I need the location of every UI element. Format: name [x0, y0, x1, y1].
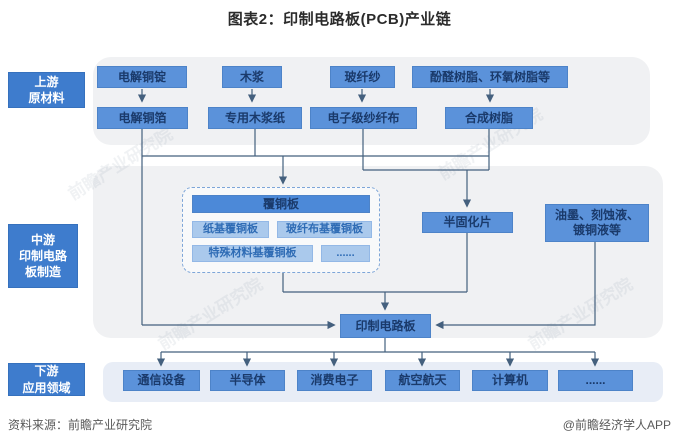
node-chemicals: 油墨、刻蚀液、 镀铜液等	[545, 204, 649, 242]
pcb-to-downstream-connectors	[156, 338, 600, 367]
node-resins: 酚醛树脂、环氧树脂等	[412, 66, 568, 88]
node-fiberglass-cloth: 电子级纱纤布	[310, 107, 417, 129]
node-fiberglass-ccl: 玻纤布基覆铜板	[277, 221, 372, 238]
node-prepreg: 半固化片	[422, 212, 513, 233]
stage-downstream: 下游 应用领域	[8, 363, 85, 396]
node-ccl-header: 覆铜板	[192, 195, 370, 213]
figure-title: 图表2：印制电路板(PCB)产业链	[227, 11, 452, 28]
node-copper-ingot: 电解铜锭	[97, 66, 187, 88]
node-aerospace: 航空航天	[385, 370, 460, 391]
node-pulp-paper: 专用木浆纸	[208, 107, 302, 129]
node-synthetic-resin: 合成树脂	[445, 107, 533, 129]
node-paper-ccl: 纸基覆铜板	[192, 221, 269, 238]
node-glass-fiber-yarn: 玻纤纱	[330, 66, 395, 88]
node-copper-foil: 电解铜箔	[97, 107, 188, 129]
credit-note: @前瞻经济学人APP	[562, 418, 671, 432]
node-pcb: 印制电路板	[340, 314, 431, 338]
stage-upstream: 上游 原材料	[8, 72, 85, 108]
node-semiconductor: 半导体	[210, 370, 285, 391]
node-consumer-electronics: 消费电子	[297, 370, 372, 391]
node-telecom-equipment: 通信设备	[123, 370, 200, 391]
node-special-material-ccl: 特殊材料基覆铜板	[192, 245, 313, 262]
node-downstream-more: ......	[558, 370, 633, 391]
node-computer: 计算机	[472, 370, 548, 391]
node-wood-pulp: 木浆	[222, 66, 282, 88]
stage-midstream: 中游 印制电路 板制造	[8, 224, 78, 288]
node-ccl-more: ......	[321, 245, 370, 262]
source-note: 资料来源：前瞻产业研究院	[8, 418, 153, 432]
